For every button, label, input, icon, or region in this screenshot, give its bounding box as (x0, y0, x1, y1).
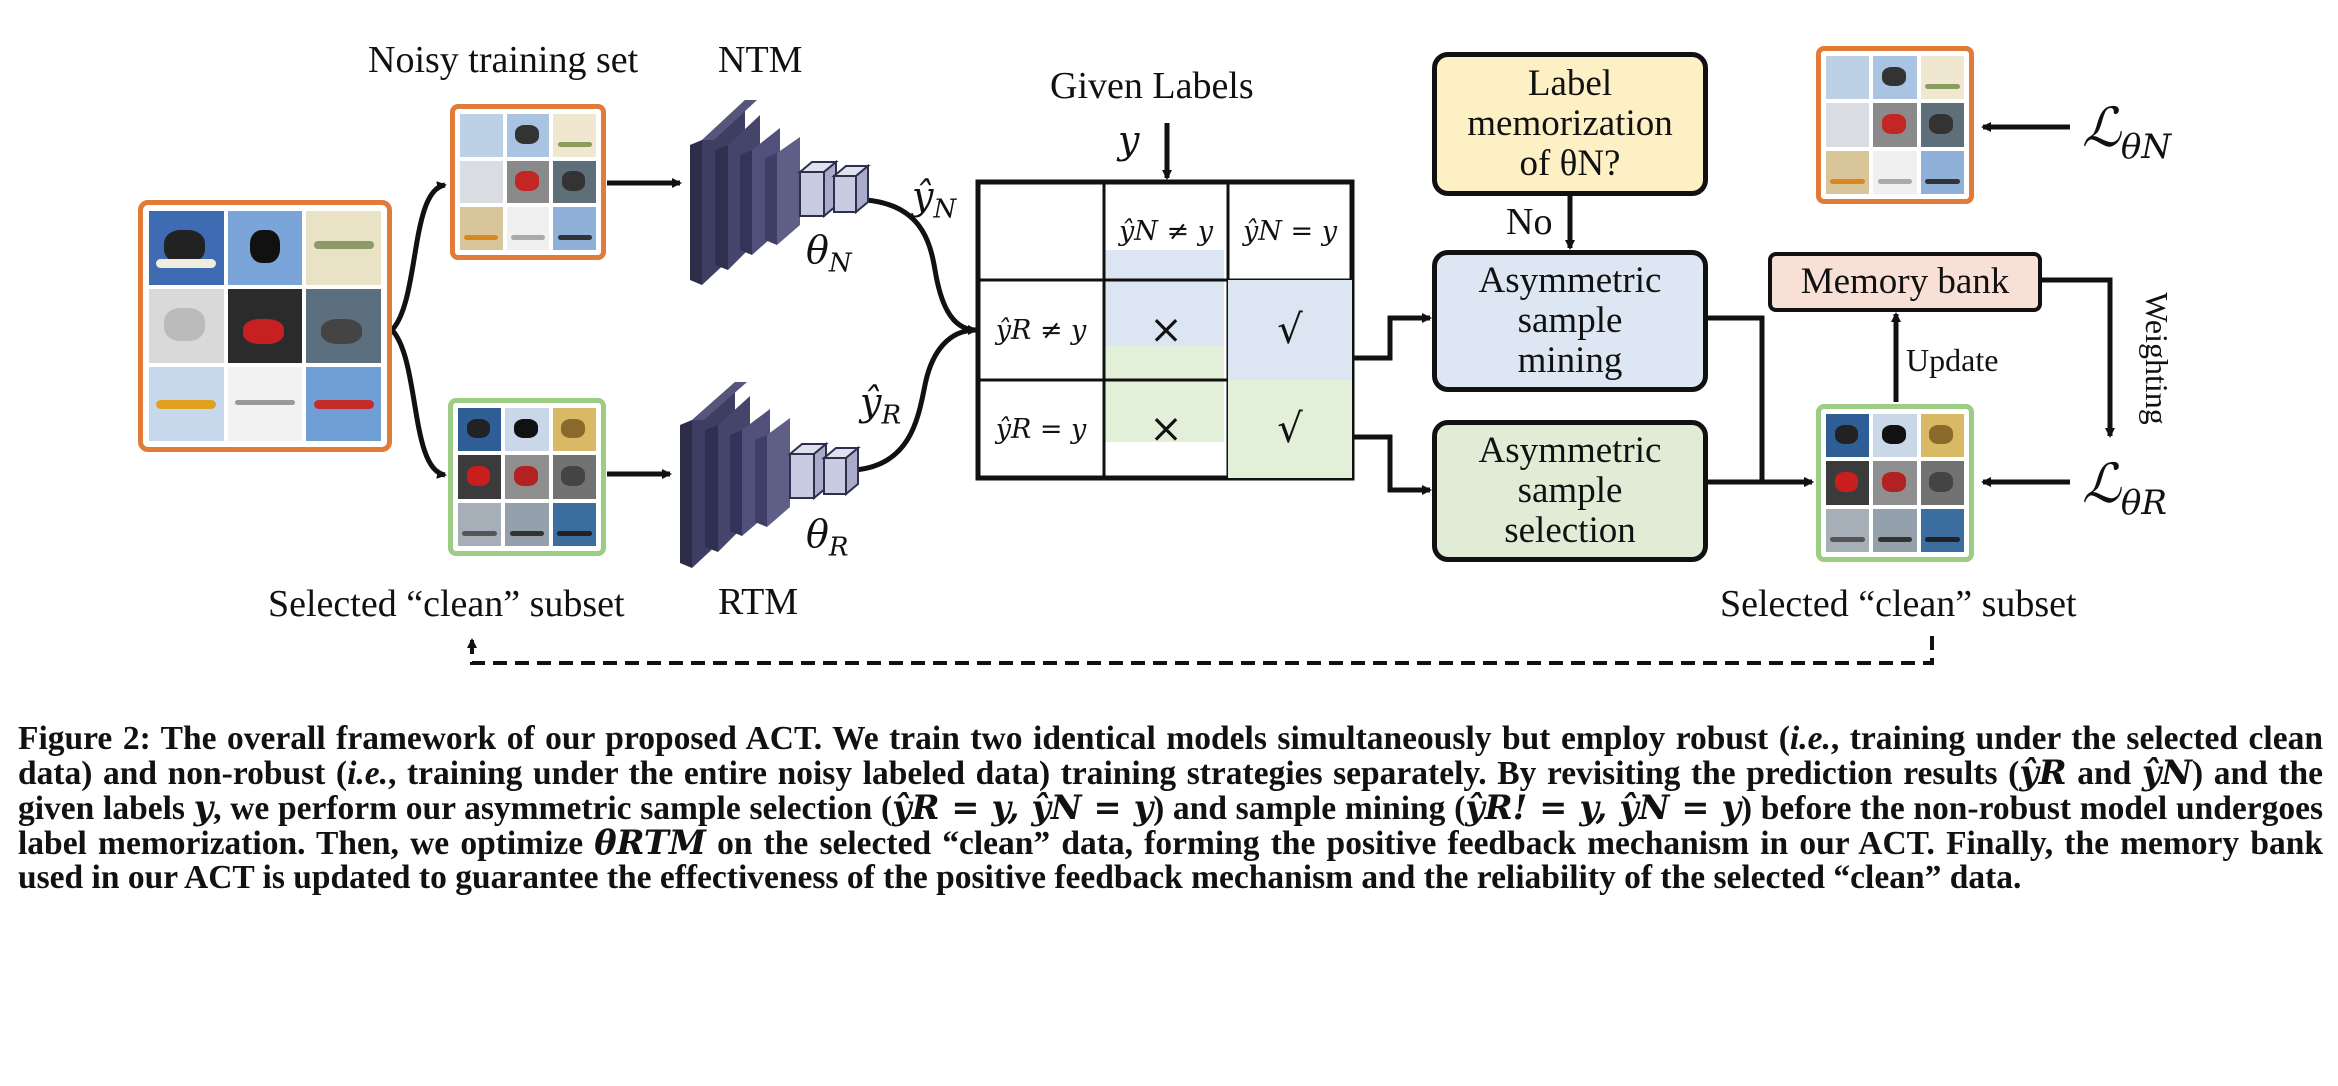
memory-bank-box: Memory bank (1768, 252, 2042, 312)
loss-r-label: ℒθR (2082, 452, 2167, 523)
noisy-training-set-label: Noisy training set (368, 39, 639, 81)
table-col-header-2: ŷN = y (1243, 215, 1337, 247)
ntm-to-table (865, 197, 978, 335)
asymmetric-mining-box: Asymmetric sample mining (1432, 250, 1708, 392)
given-y-label: y (1118, 118, 1140, 162)
selection-line-3: selection (1504, 510, 1636, 551)
table-to-mining (1352, 313, 1432, 361)
feedback-dashed-arrow (467, 636, 1934, 665)
prediction-table (975, 179, 1355, 481)
memorization-line-2: memorization (1467, 103, 1673, 144)
rtm-to-table (854, 327, 977, 473)
mining-line-3: mining (1517, 340, 1623, 381)
memorization-line-1: Label (1527, 63, 1613, 104)
asymmetric-selection-box: Asymmetric sample selection (1432, 420, 1708, 562)
table-cell-2-1: × (1149, 406, 1183, 452)
selected-subset-right-label: Selected “clean” subset (1720, 583, 2077, 625)
split-arrow-bottom (390, 328, 447, 479)
memorization-line-3: of θN? (1519, 143, 1621, 184)
caption-paragraph: Figure 2: The overall framework of our p… (18, 720, 2323, 896)
thumb-red-plane (304, 365, 383, 443)
table-cell-1-1: × (1149, 307, 1183, 353)
weighting-label: Weighting (2138, 292, 2175, 425)
thumb-bird-chart (304, 209, 383, 287)
noisy-subset-grid-right (1816, 46, 1974, 204)
selection-line-1: Asymmetric (1478, 430, 1662, 471)
given-labels-label: Given Labels (1050, 65, 1254, 107)
selected-subset-left-label: Selected “clean” subset (268, 583, 625, 625)
mining-line-1: Asymmetric (1478, 260, 1662, 301)
ntm-label: NTM (718, 39, 803, 81)
table-cell-2-2: √ (1228, 380, 1352, 478)
thumb-grey-car (304, 287, 383, 365)
thumb-frigatebird (225, 209, 305, 287)
split-arrow-top (390, 181, 447, 332)
no-label: No (1506, 201, 1553, 243)
mining-line-2: sample (1517, 300, 1623, 341)
selection-line-2: sample (1517, 470, 1623, 511)
noisy-subset-grid (450, 104, 606, 260)
thumb-puffin (147, 209, 226, 287)
thumb-plane-sketch (225, 365, 305, 443)
noisy-set-grid-large (138, 200, 392, 452)
thumb-red-car (225, 287, 305, 365)
ntm-network-drawing (690, 100, 871, 285)
table-row-header-2: ŷR = y (995, 413, 1087, 445)
clean-subset-grid-right (1816, 404, 1974, 562)
table-row-header-1: ŷR ≠ y (995, 314, 1087, 346)
mining-to-subset (1708, 315, 1814, 487)
theta-n-label: θN (806, 228, 852, 279)
table-cell-1-2: √ (1228, 280, 1352, 380)
figure-arrows (390, 100, 2115, 665)
framework-figure: Noisy training set NTM RTM Selected “cle… (138, 39, 2175, 665)
rtm-label: RTM (718, 581, 799, 623)
yhat-n-label: ŷN (912, 174, 957, 225)
update-label: Update (1906, 342, 1999, 378)
weighting-arrow (2040, 277, 2115, 438)
clean-subset-grid-left (448, 398, 606, 556)
rtm-network-drawing (680, 382, 861, 568)
table-to-selection (1352, 434, 1432, 495)
loss-n-label: ℒθN (2082, 96, 2172, 167)
memorization-box: Label memorization of θN? (1432, 52, 1708, 196)
theta-r-label: θR (806, 512, 849, 563)
table-col-header-1: ŷN ≠ y (1119, 215, 1213, 247)
thumb-yellow-plane (147, 365, 226, 443)
figure-caption: Figure 2: The overall framework of our p… (18, 722, 2323, 895)
yhat-r-label: ŷR (860, 380, 902, 431)
thumb-car-sketch (147, 287, 226, 365)
